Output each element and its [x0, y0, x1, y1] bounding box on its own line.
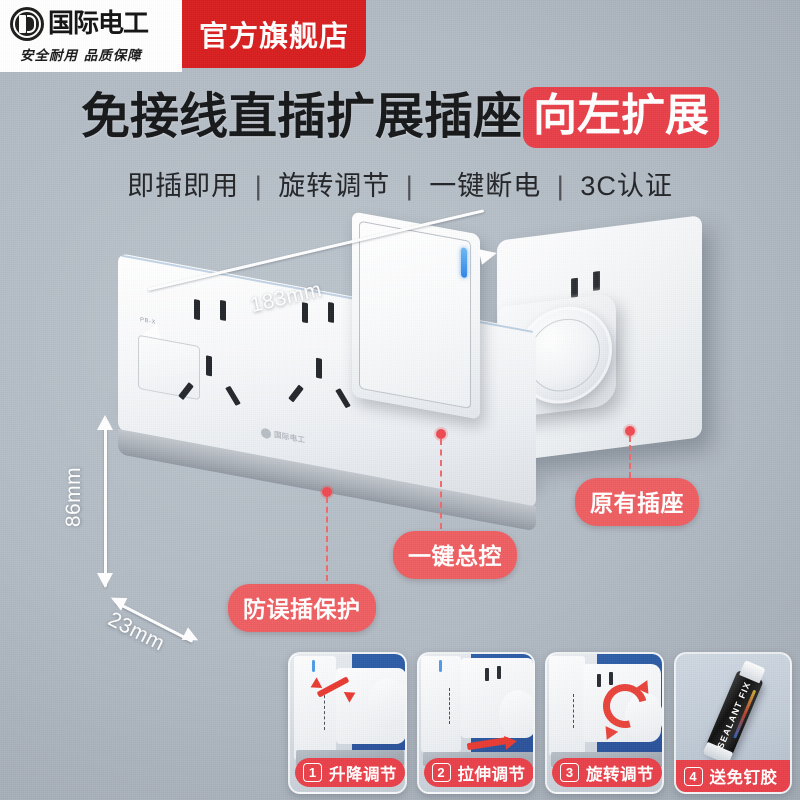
- strip-brand-mark: 国际电工: [261, 427, 305, 446]
- callout-one-key-master-label: 一键总控: [393, 531, 517, 579]
- flagship-store-label: 官方旗舰店: [198, 21, 349, 53]
- headline-main-text: 免接线直插扩展插座: [80, 89, 522, 144]
- glue-tube-icon: SEALANT FIX: [701, 660, 766, 765]
- dimension-width-label: 183mm: [248, 278, 325, 317]
- feature-1-label-bar: 1 升降调节: [295, 758, 405, 787]
- dimension-height: 86mm: [62, 415, 126, 595]
- feature-4-label-bar: 4 送免钉胶: [675, 760, 791, 792]
- feature-subtitle: 即插即用 | 旋转调节 | 一键断电 | 3C认证: [0, 164, 800, 203]
- feature-2-text: 拉伸调节: [457, 765, 526, 784]
- feature-card-3[interactable]: 3 旋转调节: [545, 652, 664, 794]
- page-header: 国际电工 安全耐用 品质保障 官方旗舰店: [0, 0, 800, 72]
- brand-logo: 国际电工: [10, 7, 149, 41]
- feature-4-text: 送免钉胶: [709, 769, 778, 787]
- callout-existing-socket-label: 原有插座: [575, 478, 699, 526]
- feature-card-1[interactable]: 1 升降调节: [288, 652, 407, 794]
- feature-3-number: 3: [560, 763, 579, 782]
- feature-4-number: 4: [683, 766, 703, 786]
- dimension-width: 183mm: [140, 209, 499, 343]
- subtitle-item-3: 一键断电: [429, 171, 542, 201]
- dimension-height-label: 86mm: [62, 466, 86, 528]
- subtitle-separator-3: |: [556, 171, 565, 201]
- feature-card-4[interactable]: SEALANT FIX 4 送免钉胶: [673, 652, 792, 794]
- flagship-store-banner: 官方旗舰店: [182, 0, 366, 68]
- callout-anti-misplug-label: 防误插保护: [228, 584, 376, 632]
- subtitle-item-1: 即插即用: [127, 171, 240, 201]
- feature-card-2[interactable]: 2 拉伸调节: [416, 652, 535, 794]
- socket-three-pin-left: [178, 350, 246, 418]
- feature-2-number: 2: [431, 763, 451, 782]
- feature-1-text: 升降调节: [329, 765, 397, 784]
- glue-tube-text: SEALANT FIX: [714, 679, 753, 751]
- strip-brand-text: 国际电工: [274, 429, 306, 445]
- subtitle-item-2: 旋转调节: [278, 171, 391, 201]
- feature-3-label-bar: 3 旋转调节: [552, 758, 662, 787]
- headline-row: 免接线直插扩展插座 向左扩展: [0, 86, 800, 148]
- socket-three-pin-right: [288, 353, 356, 421]
- feature-2-label-bar: 2 拉伸调节: [423, 758, 534, 787]
- subtitle-separator-1: |: [254, 171, 263, 201]
- brand-name: 国际电工: [48, 9, 149, 39]
- subtitle-separator-2: |: [405, 171, 414, 201]
- dimension-depth: 23mm: [104, 585, 234, 656]
- headline-badge: 向左扩展: [523, 86, 719, 148]
- feature-3-text: 旋转调节: [586, 765, 654, 784]
- feature-1-number: 1: [303, 763, 322, 782]
- brand-tagline: 安全耐用 品质保障: [20, 48, 142, 64]
- subtitle-item-4: 3C认证: [580, 171, 673, 201]
- feature-card-row: 1 升降调节 2 拉伸调节: [288, 652, 792, 794]
- pb-monogram-icon: [10, 7, 44, 41]
